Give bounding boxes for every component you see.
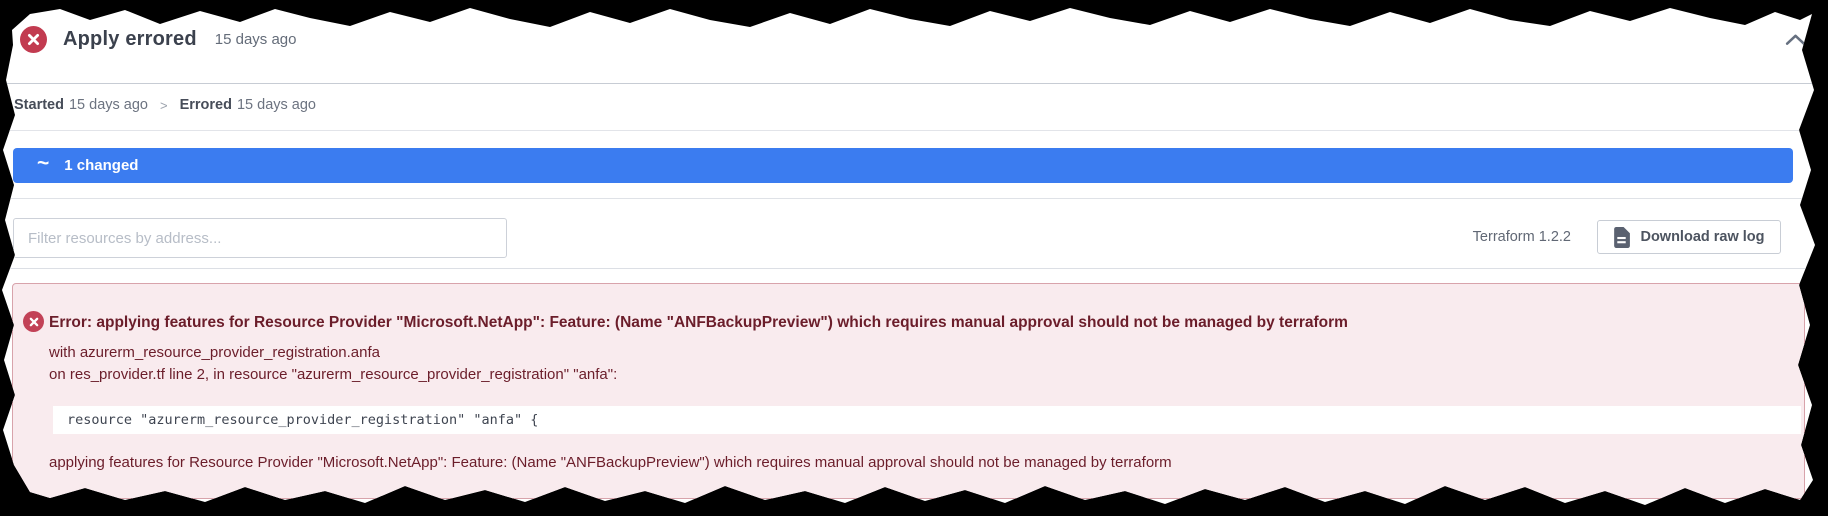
terraform-version-label: Terraform 1.2.2	[1472, 229, 1571, 245]
changed-count-label: 1 changed	[64, 157, 139, 174]
apply-errored-status-icon	[20, 25, 47, 53]
toolbar-divider	[2, 268, 1815, 269]
timeline-errored-label: Errored	[179, 97, 232, 113]
file-document-icon	[1614, 226, 1631, 248]
error-status-icon	[23, 311, 44, 332]
timeline-started-time: 15 days ago	[68, 97, 148, 113]
error-with-line: with azurerm_resource_provider_registrat…	[49, 344, 380, 361]
error-detail-message: applying features for Resource Provider …	[49, 454, 1172, 471]
apply-status-header: Apply errored 15 days ago	[20, 24, 1806, 54]
apply-status-title: Apply errored	[63, 27, 197, 50]
apply-status-timestamp: 15 days ago	[214, 30, 297, 48]
x-icon	[29, 317, 38, 326]
download-raw-log-label: Download raw log	[1640, 229, 1765, 245]
tilde-change-icon: ~	[37, 152, 50, 175]
error-on-line: on res_provider.tf line 2, in resource "…	[49, 366, 618, 383]
error-alert-panel: Error: applying features for Resource Pr…	[12, 283, 1805, 499]
header-divider	[2, 83, 1815, 84]
timeline-errored-time: 15 days ago	[236, 97, 316, 113]
filter-resources-input[interactable]	[13, 218, 507, 258]
changed-summary-bar[interactable]: ~ 1 changed	[13, 148, 1793, 183]
download-raw-log-button[interactable]: Download raw log	[1597, 220, 1781, 254]
error-title: Error: applying features for Resource Pr…	[49, 314, 1348, 331]
run-timeline-breadcrumb: Started 15 days ago > Errored 15 days ag…	[14, 97, 316, 113]
summary-divider	[2, 198, 1815, 199]
timeline-started-label: Started	[14, 97, 64, 113]
error-code-snippet: resource "azurerm_resource_provider_regi…	[53, 406, 1801, 434]
chevron-up-icon	[1785, 34, 1806, 45]
timeline-separator: >	[159, 97, 168, 113]
timeline-divider	[2, 130, 1815, 131]
collapse-section-button[interactable]	[1785, 33, 1806, 46]
x-icon	[27, 33, 40, 45]
